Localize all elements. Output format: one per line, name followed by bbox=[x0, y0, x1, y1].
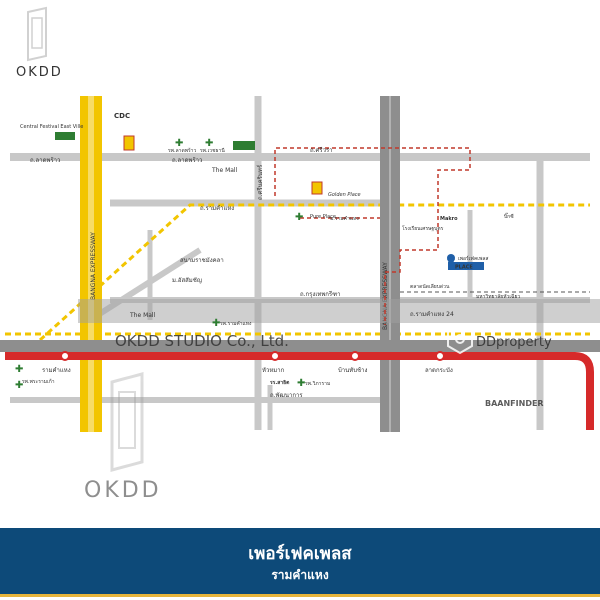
road-label-si-wara: ถ.ศรีวรา bbox=[310, 146, 333, 154]
place-ram-uni: ม.รามคำแหง bbox=[330, 216, 359, 222]
place-cdc: CDC bbox=[114, 112, 130, 120]
hospital-icons: ✚ ✚ ✚ ✚ ✚ ✚ ✚ bbox=[15, 138, 305, 391]
route-path bbox=[274, 147, 471, 325]
station-lat-krabang: ลาดกระบัง bbox=[425, 367, 453, 374]
okdd-logo-bottom bbox=[110, 372, 144, 472]
place-hospital-2: รพ.เวชธานี bbox=[200, 147, 225, 154]
rail-stations bbox=[60, 351, 445, 361]
place-stadium: สนามราชมังคลา bbox=[180, 257, 224, 264]
watermark-baanfinder: BAANFINDER bbox=[485, 399, 544, 408]
road-label-ramkhamhaeng-24: ถ.รามคำแหง 24 bbox=[410, 311, 454, 318]
svg-text:✚: ✚ bbox=[15, 380, 23, 391]
watermark-studio: OKDD STUDIO Co., Ltd. bbox=[115, 332, 289, 350]
footer-accent-line bbox=[0, 594, 600, 597]
road-label-ramkhamhaeng: ถ.รามคำแหง bbox=[200, 205, 234, 212]
place-the-mall-2: The Mall bbox=[129, 312, 156, 319]
place-hospital-4: รพ.พระรามเก้า bbox=[22, 378, 55, 385]
place-makro: Makro bbox=[440, 216, 458, 222]
svg-text:✚: ✚ bbox=[205, 138, 213, 149]
ddproperty-logo bbox=[447, 323, 473, 355]
svg-text:✚: ✚ bbox=[15, 364, 23, 375]
place-hospital-5: รพ.วิภาราม bbox=[305, 380, 330, 387]
place-golden-place: Golden Place bbox=[328, 192, 361, 198]
big-c-icon-2 bbox=[311, 181, 323, 195]
svg-text:✚: ✚ bbox=[175, 138, 183, 149]
place-project-name: เพอร์เฟคเพลส bbox=[458, 255, 488, 262]
station-ban-thap-chang: บ้านทับช้าง bbox=[338, 367, 367, 374]
footer-subtitle: รามคำแหง bbox=[271, 568, 329, 582]
road-label-krungthep-kreetha: ถ.กรุงเทพกรีฑา bbox=[300, 290, 341, 298]
road-label-bangna: BANGNA EXPRESSWAY bbox=[382, 262, 389, 330]
central-logo-2 bbox=[233, 141, 255, 150]
okdd-text-top: OKDD bbox=[16, 65, 63, 80]
big-c-icon bbox=[123, 135, 135, 151]
place-school-2: รร.สาธิต bbox=[270, 379, 289, 386]
road-label-phatthanakan: ถ.พัฒนาการ bbox=[270, 392, 303, 399]
airport-rail-link bbox=[5, 352, 594, 430]
rama9-road bbox=[0, 340, 600, 352]
place-assumption: ม.อัสสัมชัญ bbox=[172, 277, 202, 284]
road-label-srinakarin: ถ.ศรีนครินทร์ bbox=[256, 164, 264, 200]
okdd-logo-top bbox=[27, 6, 47, 62]
road-label-lat-phrao-2: ถ.ลาดพร้าว bbox=[172, 157, 202, 164]
station-ramkhamhaeng: รามคำแหง bbox=[42, 367, 71, 374]
place-mega: ตลาดนัดเลียบด่วน bbox=[410, 283, 450, 290]
place-central: Central Festival East Ville bbox=[20, 124, 83, 130]
station-hua-mak: หัวหมาก bbox=[262, 367, 285, 374]
okdd-text-bottom: OKDD bbox=[84, 478, 162, 503]
project-marker bbox=[447, 254, 484, 270]
place-pure-place: Pure Place bbox=[310, 214, 336, 220]
place-hospital-1: รพ.ลาดพร้าว bbox=[168, 147, 196, 154]
svg-text:✚: ✚ bbox=[297, 378, 305, 389]
road-label-motorway: BANGNA EXPRESSWAY bbox=[90, 232, 97, 300]
studio-band bbox=[78, 299, 600, 323]
place-the-mall-1: The Mall bbox=[211, 167, 238, 174]
place-big-c: บิ๊กซี bbox=[504, 212, 514, 220]
place-project-marker-text: PLACE bbox=[455, 265, 473, 271]
place-hospital-3: รพ.รามคำแหง bbox=[220, 321, 252, 327]
place-school-1: โรงเรียนเศรษฐบุตร bbox=[402, 225, 444, 232]
place-university-2: มหาวิทยาลัยหัวเฉียว bbox=[476, 293, 520, 300]
watermark-ddproperty: DDproperty bbox=[476, 335, 552, 350]
svg-text:✚: ✚ bbox=[295, 212, 303, 223]
svg-text:✚: ✚ bbox=[212, 318, 220, 329]
central-logo bbox=[55, 132, 75, 140]
footer-banner: เพอร์เฟคเพลส รามคำแหง bbox=[0, 528, 600, 594]
dashed-roads bbox=[5, 203, 590, 342]
road-label-lat-phrao: ถ.ลาดพร้าว bbox=[30, 157, 60, 164]
footer-title: เพอร์เฟคเพลส bbox=[248, 544, 352, 564]
